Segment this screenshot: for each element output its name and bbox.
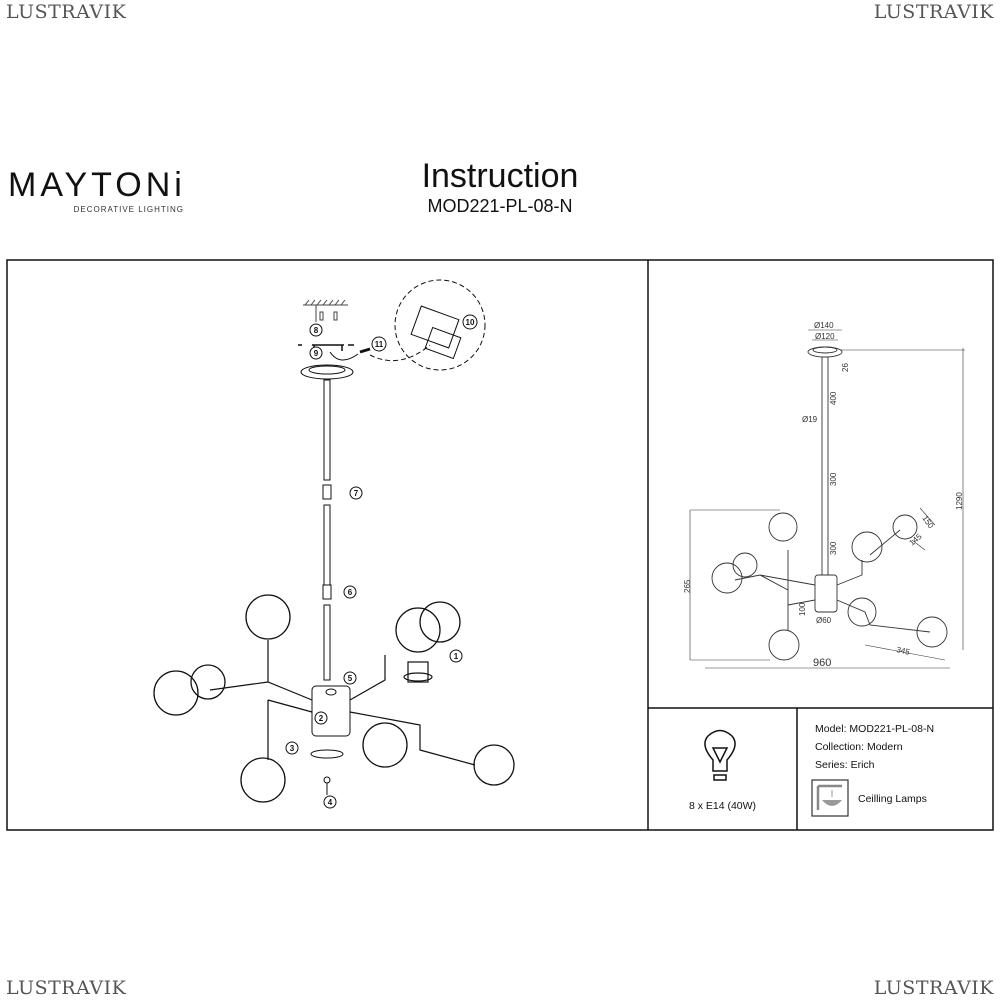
step-number: 1 [454,652,459,661]
bulb-icon [704,729,736,781]
dim-rod-2: 300 [829,472,838,486]
page-title: Instruction [421,157,579,195]
ceiling-lamp-icon [811,779,849,817]
dim-body-height: 100 [798,602,807,616]
central-body [310,685,351,795]
step-number: 2 [319,714,324,723]
dim-total-height: 1290 [955,492,964,510]
watermark-logo: LUSTRAVIK [6,977,127,999]
dim-canopy-inner: Ø120 [815,332,835,341]
watermark-logo: LUSTRAVIK [873,977,994,999]
step-number: 5 [348,674,353,683]
dim-width: 960 [813,657,831,669]
dimension-labels: Ø140 Ø120 26 Ø19 400 300 300 1290 100 Ø6… [683,321,964,669]
dim-rod-3: 300 [829,541,838,555]
step-number: 7 [354,489,359,498]
model-code: MOD221-PL-08-N [427,196,573,216]
bulb-spec: 8 x E14 (40W) [688,800,757,812]
watermark-logo: LUSTRAVIK [6,1,127,23]
watermark-logo: LUSTRAVIK [873,1,994,23]
step-markers [285,314,478,809]
dimension-diagram [689,329,965,669]
step-number: 9 [314,349,319,358]
info-collection: Collection: Modern [815,741,903,753]
arms [209,640,476,766]
ceiling-hatch [303,299,348,322]
dim-rod-1: 400 [829,391,838,405]
step-number: 10 [466,318,475,327]
dim-globe-diameter: 150 [920,514,935,531]
step-number: 6 [348,588,353,597]
dim-arm-length: 345 [896,645,911,657]
rod [322,379,332,681]
brand-tagline: DECORATIVE LIGHTING [73,205,184,214]
step-number: 8 [314,326,319,335]
step-number: 11 [375,340,384,349]
brand-logo: MAYTONi DECORATIVE LIGHTING [8,165,188,214]
frame [6,259,994,831]
info-model: Model: MOD221-PL-08-N [815,723,935,735]
assembly-diagram: 1 2 3 4 5 6 7 8 9 10 11 [153,279,515,809]
step-number: 4 [328,798,333,807]
dim-canopy-height: 26 [841,363,850,372]
dim-rod-diameter: Ø19 [802,415,818,424]
info-series: Series: Erich [815,759,875,771]
globes [153,594,515,803]
brand-name: MAYTONi [8,166,186,204]
dim-globe-offset: 145 [908,532,924,548]
dim-canopy-outer: Ø140 [814,321,834,330]
dim-arm-height: 265 [683,579,692,593]
dim-body-diameter: Ø60 [816,616,832,625]
step-number: 3 [290,744,295,753]
info-type: Ceilling Lamps [858,793,927,805]
